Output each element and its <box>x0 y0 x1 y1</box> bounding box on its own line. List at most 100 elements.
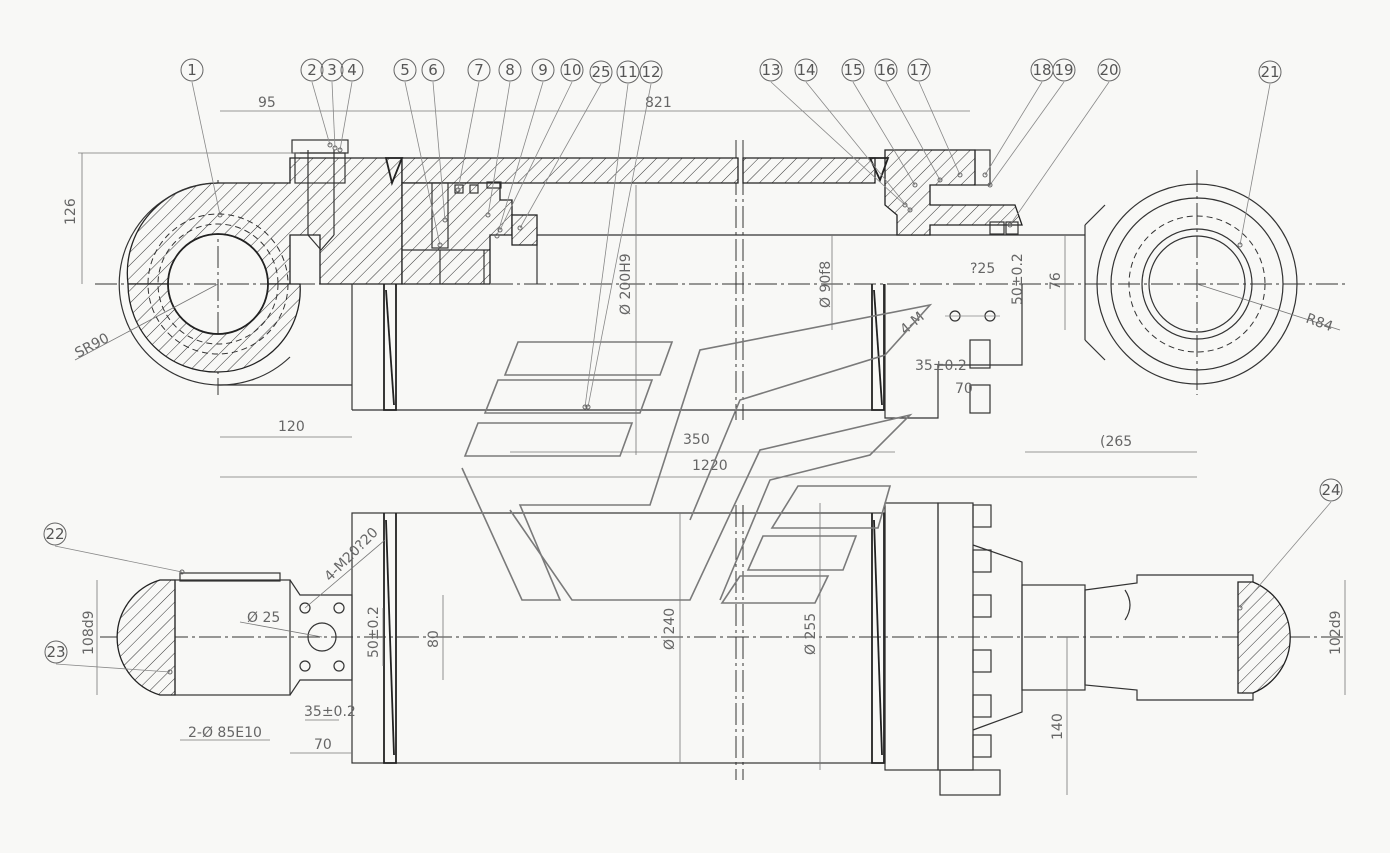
balloon-number: 17 <box>909 61 928 79</box>
dim-80: 80 <box>426 630 442 648</box>
balloon-number: 23 <box>46 643 65 661</box>
tube-weld-mark-left <box>383 284 397 411</box>
flange-bolt-1 <box>969 339 991 369</box>
balloon-leader <box>404 81 441 246</box>
part-balloon: 24 <box>1237 478 1343 611</box>
balloon-leader-dot <box>585 404 591 410</box>
cylinder-tube-wall-right <box>742 157 876 184</box>
port-fitting-cap <box>294 152 346 184</box>
left-eye-outer <box>118 182 291 386</box>
balloon-leader <box>1239 83 1271 246</box>
balloon-number: 19 <box>1054 61 1073 79</box>
bolt-head <box>972 504 992 528</box>
balloon-number: 25 <box>591 63 610 81</box>
leader-r84 <box>1196 283 1341 331</box>
balloon-leader <box>311 81 331 146</box>
dim-126: 126 <box>63 198 79 225</box>
watermark-bar-3 <box>463 422 634 457</box>
balloon-number: 3 <box>327 61 337 79</box>
part-balloon: 14 <box>794 58 913 213</box>
balloon-circle <box>43 522 67 546</box>
bolt-head <box>972 734 992 758</box>
rod-eye-ring-1 <box>1110 197 1284 371</box>
dim-265: (265 <box>1100 434 1132 450</box>
rod-end-section <box>1237 581 1291 694</box>
balloon-circle <box>589 60 613 84</box>
port-bolt-4 <box>333 660 345 672</box>
dim-35-top: 35±0.2 <box>915 358 967 374</box>
balloon-leader-dot <box>442 217 448 223</box>
balloon-circle <box>1097 58 1121 82</box>
leader-sr90 <box>74 283 219 361</box>
balloon-number: 8 <box>505 61 515 79</box>
seal-2 <box>469 184 479 194</box>
dim-50-bottom: 50±0.2 <box>366 606 382 658</box>
balloon-leader <box>519 83 602 229</box>
dim-35-bottom: 35±0.2 <box>304 704 356 720</box>
part-balloon: 25 <box>517 60 613 231</box>
dim-phi90: Ø 90f8 <box>818 261 834 308</box>
watermark-stroke-1 <box>461 303 933 601</box>
balloon-number: 22 <box>45 525 64 543</box>
dim-95: 95 <box>258 95 276 111</box>
balloon-leader <box>191 81 221 216</box>
dim-102: 102d9 <box>1328 610 1344 655</box>
port-tip <box>307 234 335 251</box>
dim-phi255: Ø 255 <box>803 613 819 655</box>
balloon-leader-dot <box>497 227 503 233</box>
balloon-number: 7 <box>474 61 484 79</box>
part-balloon: 10 <box>497 58 584 233</box>
part-balloon: 1 <box>180 58 223 218</box>
bolt-head <box>972 649 992 673</box>
top-view-section <box>95 139 1345 420</box>
rod-eye-ring-2 <box>1141 228 1253 340</box>
left-eye-hidden-circle-2 <box>147 213 289 355</box>
balloon-number: 24 <box>1321 481 1340 499</box>
tube-weld-left <box>384 157 404 186</box>
part-balloon: 19 <box>987 58 1076 188</box>
balloon-number: 20 <box>1099 61 1118 79</box>
balloon-circle <box>320 58 344 82</box>
dim-70-bottom: 70 <box>314 737 332 753</box>
balloon-leader <box>1239 501 1332 609</box>
part-balloon: 16 <box>874 58 943 183</box>
balloon-leader-dot <box>1237 605 1243 611</box>
balloon-leader <box>331 81 336 149</box>
balloon-leader <box>885 81 941 181</box>
balloon-leader-dot <box>902 202 908 208</box>
part-balloon: 2 <box>300 58 333 148</box>
dim-50-top: 50±0.2 <box>1010 253 1026 305</box>
balloon-leader <box>432 81 446 221</box>
bottom-weld-right <box>871 513 885 764</box>
bolt-head <box>972 694 992 718</box>
balloon-circle <box>421 58 445 82</box>
rod-end-break <box>1124 589 1131 621</box>
dim-70-top: 70 <box>955 381 973 397</box>
bottom-zigzag-1 <box>385 519 395 756</box>
part-balloon: 15 <box>841 58 918 188</box>
balloon-leader <box>584 83 629 408</box>
balloon-leader-dot <box>327 142 333 148</box>
dim-1220: 1220 <box>692 458 728 474</box>
balloon-leader-dot <box>912 182 918 188</box>
balloon-circle <box>340 58 364 82</box>
bolt-head <box>972 594 992 618</box>
bottom-weld-left <box>383 513 397 764</box>
watermark-bar-2 <box>483 379 654 414</box>
leader-4m-bottom <box>304 539 386 609</box>
seal-3 <box>486 181 502 189</box>
watermark-bar-1 <box>503 341 674 376</box>
leader-phi25 <box>239 621 323 638</box>
watermark-bar-6 <box>720 575 830 604</box>
balloon-leader-dot <box>437 242 443 248</box>
balloon-number: 15 <box>843 61 862 79</box>
bottom-mount-lug <box>939 769 1001 796</box>
port-hex <box>307 622 337 652</box>
balloon-circle <box>180 58 204 82</box>
port-bolt-2 <box>333 602 345 614</box>
balloon-number: 13 <box>761 61 780 79</box>
dim-2phi85: 2-Ø 85E10 <box>188 725 262 741</box>
balloon-leader-dot <box>957 172 963 178</box>
